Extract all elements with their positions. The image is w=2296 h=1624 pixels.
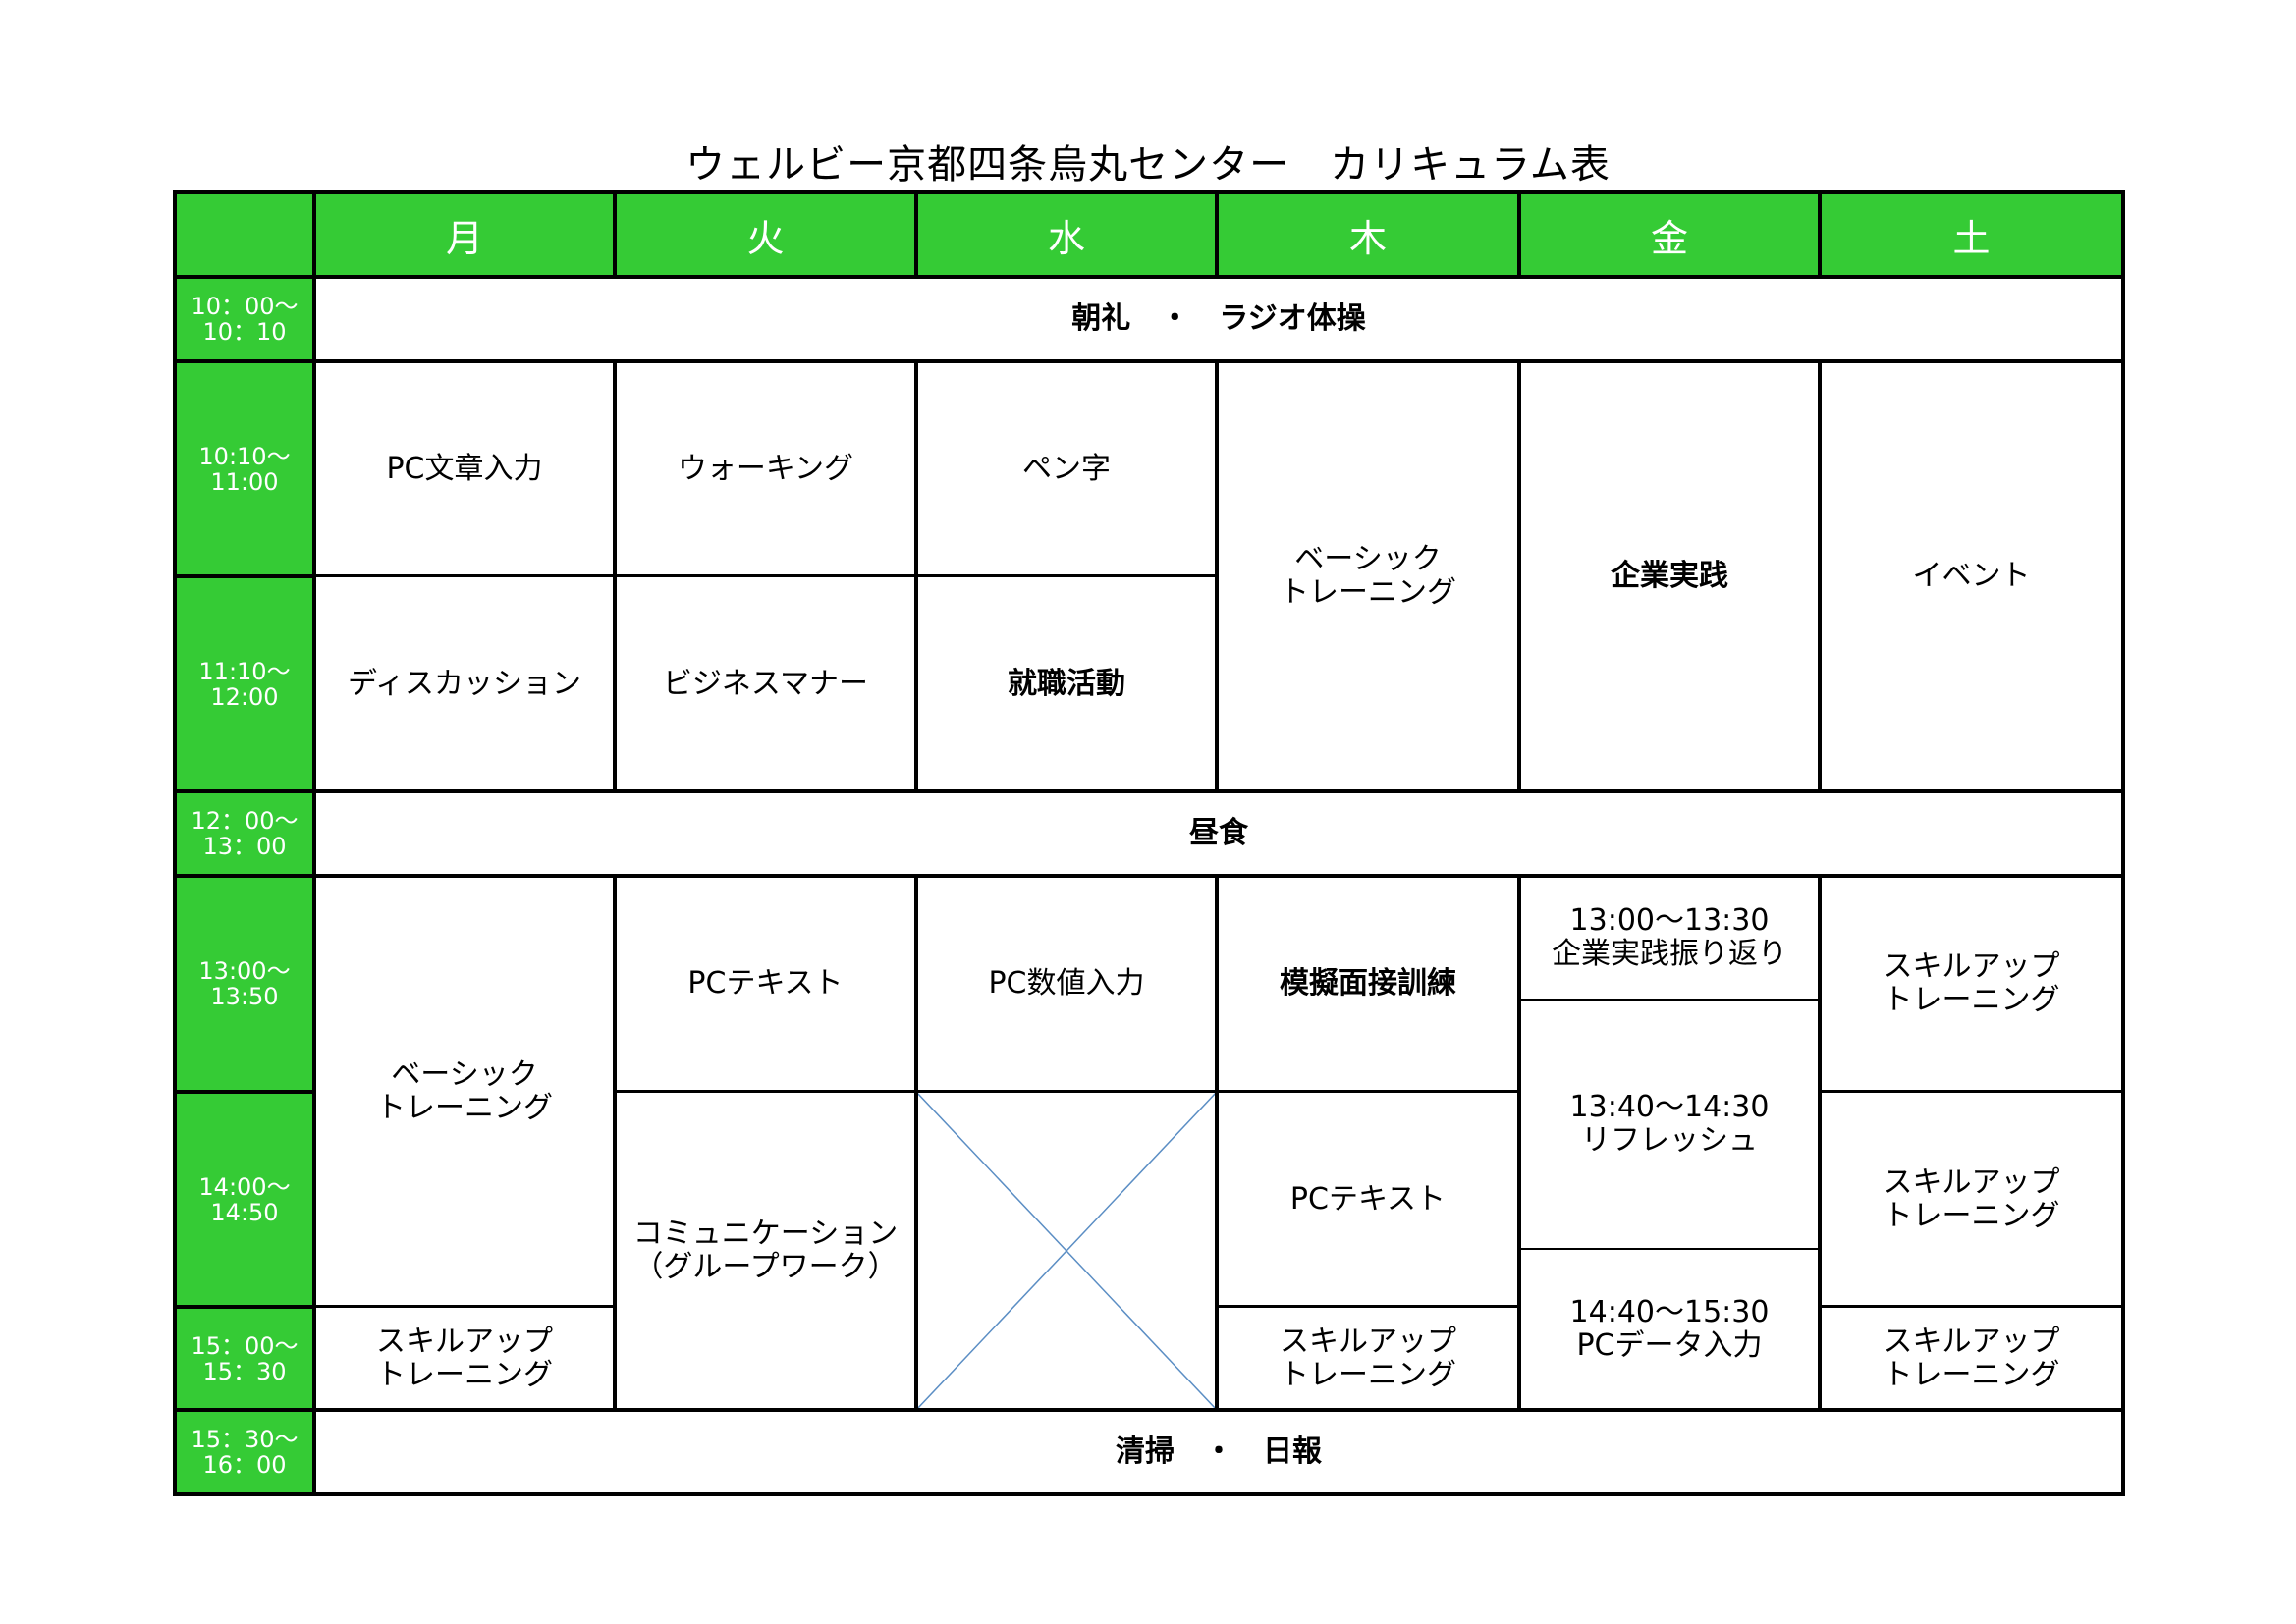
row-divider <box>1217 1305 1519 1308</box>
row-divider <box>173 1090 314 1094</box>
header-corner <box>175 192 314 277</box>
header-day-thu: 木 <box>1217 192 1519 277</box>
mon-period-4: スキルアップ トレーニング <box>376 1324 553 1392</box>
sat-period-5: スキルアップ トレーニング <box>1883 1324 2060 1392</box>
header-day-wed: 水 <box>916 192 1217 277</box>
row-divider <box>173 359 2125 363</box>
sat-period-4: スキルアップ トレーニング <box>1883 1164 2060 1233</box>
col-divider <box>914 190 918 277</box>
col-divider <box>1215 359 1219 791</box>
thu-period-4: PCテキスト <box>1289 1181 1447 1217</box>
border-bottom <box>173 1492 2125 1496</box>
header-day-tue: 火 <box>615 192 916 277</box>
row-divider <box>173 789 2125 793</box>
col-divider <box>914 874 918 1410</box>
wed-period-3: PC数値入力 <box>988 966 1145 1001</box>
col-divider <box>914 359 918 791</box>
col-divider <box>312 190 316 1496</box>
row-divider-thin <box>1519 999 1820 1001</box>
col-divider <box>613 359 617 791</box>
time-slot-6: 14:00～ 14:50 <box>175 1092 314 1307</box>
tue-period-3: PCテキスト <box>687 966 844 1001</box>
col-divider <box>1818 359 1822 791</box>
col-divider <box>1818 190 1822 277</box>
col-divider <box>1818 874 1822 1410</box>
row-divider <box>314 1305 615 1308</box>
time-slot-3: 11:10～ 12:00 <box>175 576 314 791</box>
wed-empty-slot <box>916 1092 1217 1410</box>
border-top <box>173 190 2125 194</box>
fri-slot-1: 13:00～13:30 企業実践振り返り <box>1552 903 1787 971</box>
mon-period-3: ベーシック トレーニング <box>376 1056 553 1125</box>
tue-period-4: コミュニケーション （グループワーク） <box>632 1217 899 1284</box>
fri-slot-3: 14:40～15:30 PCデータ入力 <box>1569 1295 1770 1363</box>
row-divider-thin <box>1519 1248 1820 1250</box>
row-divider <box>173 574 314 578</box>
closing-row: 清掃 ・ 日報 <box>1116 1435 1322 1469</box>
morning-assembly-row: 朝礼 ・ ラジオ体操 <box>1071 301 1366 336</box>
row-divider <box>173 1305 314 1309</box>
row-divider <box>173 874 2125 878</box>
tue-period-2: ビジネスマナー <box>662 666 869 701</box>
row-divider <box>173 275 2125 279</box>
fri-slot-2: 13:40～14:30 リフレッシュ <box>1569 1090 1770 1158</box>
col-divider <box>613 874 617 1410</box>
thu-period-1: ベーシック トレーニング <box>1280 542 1456 610</box>
row-divider <box>173 1408 2125 1412</box>
mon-period-2: ディスカッション <box>348 666 581 701</box>
sat-period-1: イベント <box>1912 559 2031 593</box>
thu-period-5: スキルアップ トレーニング <box>1280 1324 1456 1392</box>
col-divider <box>1215 190 1219 277</box>
col-divider <box>613 190 617 277</box>
wed-period-1: ペン字 <box>1022 451 1111 486</box>
border-right <box>2121 190 2125 1496</box>
fri-period-1: 企業実践 <box>1611 559 1728 593</box>
tue-period-1: ウォーキング <box>677 451 854 486</box>
cross-out-icon <box>916 1092 1217 1410</box>
col-divider <box>1517 359 1521 791</box>
time-slot-1: 10：00～ 10：10 <box>175 277 314 361</box>
time-slot-8: 15：30～ 16：00 <box>175 1410 314 1494</box>
sat-period-3: スキルアップ トレーニング <box>1883 949 2060 1017</box>
row-divider <box>1820 1090 2123 1093</box>
col-divider <box>1215 874 1219 1410</box>
wed-period-2: 就職活動 <box>1008 666 1125 701</box>
col-divider <box>1517 874 1521 1410</box>
col-divider <box>1517 190 1521 277</box>
mon-period-1: PC文章入力 <box>386 451 543 486</box>
time-slot-5: 13:00～ 13:50 <box>175 876 314 1092</box>
row-divider <box>1217 1090 1519 1093</box>
thu-period-3: 模擬面接訓練 <box>1280 966 1456 1001</box>
time-slot-7: 15：00～ 15：30 <box>175 1307 314 1410</box>
lunch-row: 昼食 <box>1189 816 1248 850</box>
header-day-sat: 土 <box>1820 192 2123 277</box>
time-slot-2: 10:10～ 11:00 <box>175 361 314 576</box>
row-divider <box>314 574 1217 577</box>
time-slot-4: 12：00～ 13：00 <box>175 791 314 876</box>
header-day-mon: 月 <box>314 192 615 277</box>
row-divider <box>1820 1305 2123 1308</box>
page-title: ウェルビー京都四条烏丸センター カリキュラム表 <box>685 142 1611 188</box>
border-left <box>173 190 177 1496</box>
header-day-fri: 金 <box>1519 192 1820 277</box>
